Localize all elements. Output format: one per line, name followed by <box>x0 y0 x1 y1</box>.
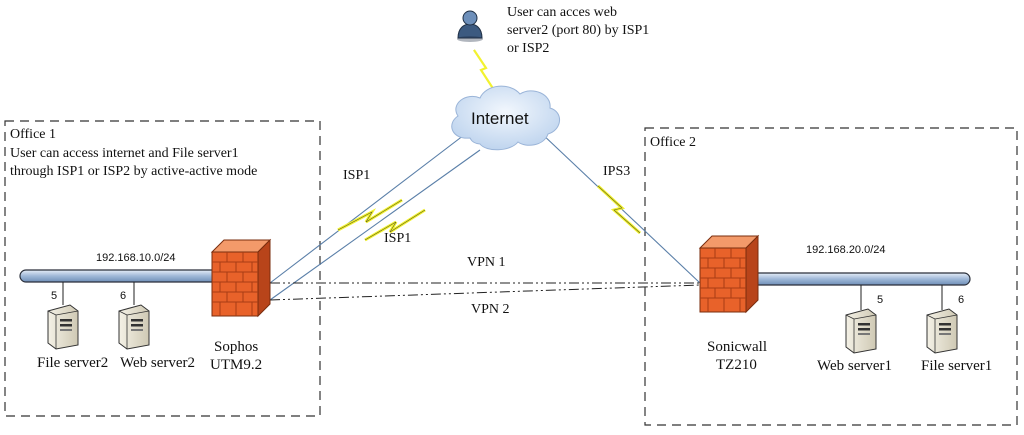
server-icon <box>845 308 877 354</box>
link-sophos-internet-1 <box>269 131 469 284</box>
vpn2-label: VPN 2 <box>471 302 510 317</box>
office2-port-2: 6 <box>958 294 964 306</box>
isp1-label-a: ISP1 <box>343 168 370 183</box>
office1-server-1-label: File server2 <box>37 355 108 371</box>
lightning-ips3 <box>596 184 641 235</box>
office1-note-line-1: User can access internet and File server… <box>10 146 239 161</box>
cloud-icon <box>451 85 560 151</box>
user-note-line-3: or ISP2 <box>507 41 549 56</box>
office1-lan-bus <box>19 269 221 283</box>
office1-port-2: 6 <box>120 290 126 302</box>
sophos-label-line-2: UTM9.2 <box>210 357 262 373</box>
user-icon <box>457 10 483 42</box>
isp1-label-b: ISP1 <box>384 231 411 246</box>
internet-label: Internet <box>471 109 529 128</box>
lightning-isp1-b-edge <box>364 209 426 241</box>
user-note-line-1: User can acces web <box>507 5 617 20</box>
sophos-label-line-1: Sophos <box>214 339 258 355</box>
office2-lan-bus <box>744 272 971 286</box>
office2-server-1-label: Web server1 <box>817 358 892 374</box>
office2-server-2-label: File server1 <box>921 358 992 374</box>
sonicwall-label-line-1: Sonicwall <box>707 339 767 355</box>
office1-server-2-label: Web server2 <box>120 355 195 371</box>
vpn1-label: VPN 1 <box>467 255 506 270</box>
lightning-isp1-a-edge <box>337 199 403 231</box>
office2-port-1: 5 <box>877 294 883 306</box>
office1-title: Office 1 <box>10 127 56 142</box>
office1-note-line-2: through ISP1 or ISP2 by active-active mo… <box>10 164 257 179</box>
office2-boundary <box>644 127 1018 426</box>
link-sophos-internet-2 <box>269 149 481 301</box>
user-note-line-2: server2 (port 80) by ISP1 <box>507 23 649 38</box>
firewall-icon <box>210 238 272 318</box>
sonicwall-label-line-2: TZ210 <box>716 357 757 373</box>
server-icon <box>47 304 79 350</box>
firewall-icon <box>698 234 760 314</box>
office1-subnet: 192.168.10.0/24 <box>96 252 176 264</box>
server-icon <box>926 308 958 354</box>
office2-subnet: 192.168.20.0/24 <box>806 244 886 256</box>
office1-port-1: 5 <box>51 290 57 302</box>
ips3-label: IPS3 <box>603 164 630 179</box>
lightning-user <box>473 49 495 91</box>
office1-boundary <box>4 120 321 417</box>
server-icon <box>118 304 150 350</box>
office2-title: Office 2 <box>650 135 696 150</box>
vpn2-tunnel <box>269 284 701 301</box>
lightning-ips3-edge <box>597 185 641 234</box>
